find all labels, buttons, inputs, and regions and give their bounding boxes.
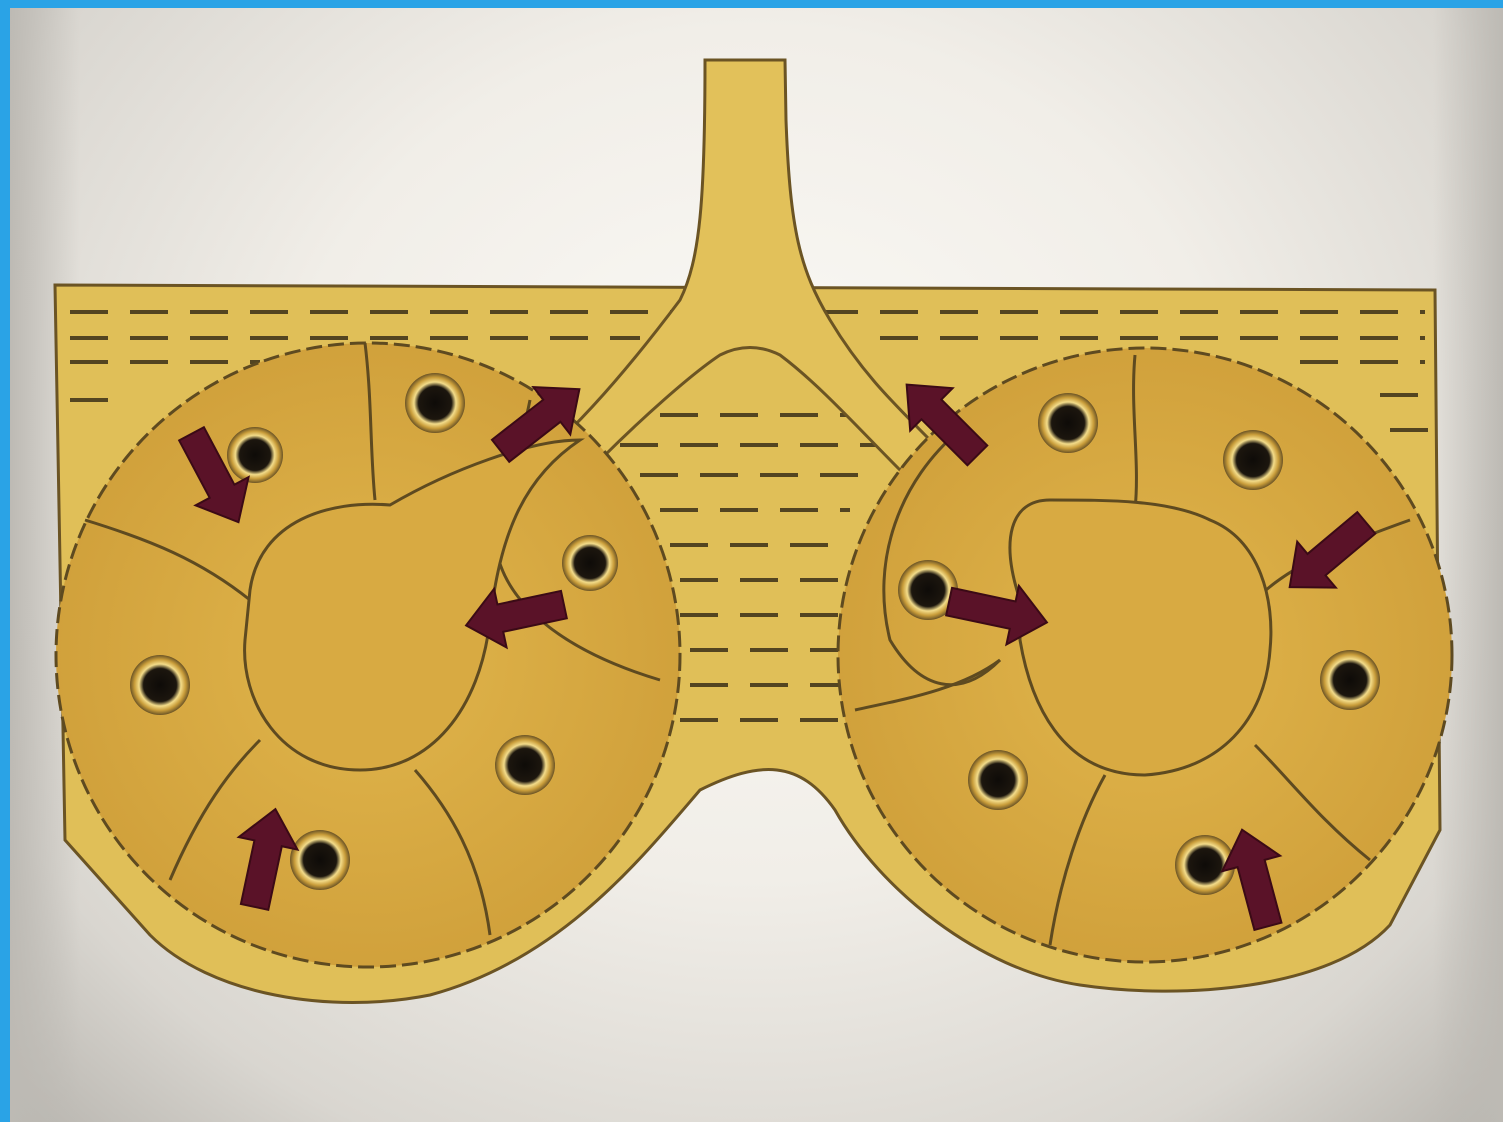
nucleus-icon bbox=[405, 373, 465, 433]
nucleus-icon bbox=[1320, 650, 1380, 710]
nucleus-icon bbox=[1223, 430, 1283, 490]
nucleus-icon bbox=[130, 655, 190, 715]
nucleus-icon bbox=[968, 750, 1028, 810]
acinus-left bbox=[56, 343, 680, 967]
nucleus-icon bbox=[1038, 393, 1098, 453]
nucleus-icon bbox=[562, 535, 618, 591]
nucleus-icon bbox=[495, 735, 555, 795]
nucleus-icon bbox=[290, 830, 350, 890]
nucleus-icon bbox=[227, 427, 283, 483]
